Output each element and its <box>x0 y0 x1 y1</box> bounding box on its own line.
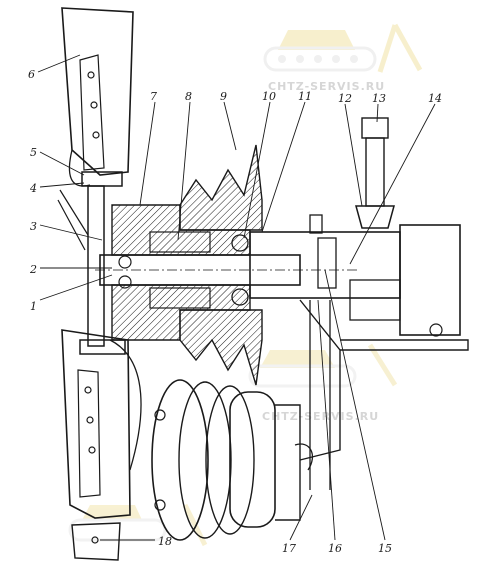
callout-14: 14 <box>428 92 442 105</box>
callout-11: 11 <box>298 90 312 103</box>
callout-17: 17 <box>282 542 296 555</box>
watermark-text-top: CHTZ-SERVIS.RU <box>268 80 385 93</box>
callout-5: 5 <box>30 146 37 159</box>
callout-9: 9 <box>220 90 227 103</box>
callout-1: 1 <box>30 300 37 313</box>
callout-7: 7 <box>150 90 157 103</box>
watermark-logo-top <box>263 23 423 73</box>
fan-hub <box>57 171 142 471</box>
callout-18: 18 <box>158 535 172 548</box>
fan-blade-upper <box>61 7 134 187</box>
callout-10: 10 <box>262 90 276 103</box>
leader-lines <box>37 54 436 541</box>
watermark-text-middle: CHTZ-SERVIS.RU <box>262 410 379 423</box>
callout-15: 15 <box>378 542 392 555</box>
callout-8: 8 <box>185 90 192 103</box>
upper-pulley <box>179 144 263 386</box>
watermark-logo-bottom <box>68 503 208 547</box>
adjusting-bolt <box>355 117 395 229</box>
callout-3: 3 <box>30 220 37 233</box>
watermark-logo-middle <box>248 343 398 388</box>
shaft <box>95 254 360 286</box>
callout-6: 6 <box>28 68 35 81</box>
generator-pulley <box>151 379 313 541</box>
callout-13: 13 <box>372 92 386 105</box>
callout-4: 4 <box>29 182 37 195</box>
callout-labels: 1 2 3 4 5 6 7 8 9 10 11 12 13 14 15 16 1… <box>28 68 442 555</box>
callout-12: 12 <box>338 92 352 105</box>
callout-2: 2 <box>29 263 37 276</box>
fan-blade-lower <box>61 329 131 561</box>
callout-16: 16 <box>328 542 342 555</box>
